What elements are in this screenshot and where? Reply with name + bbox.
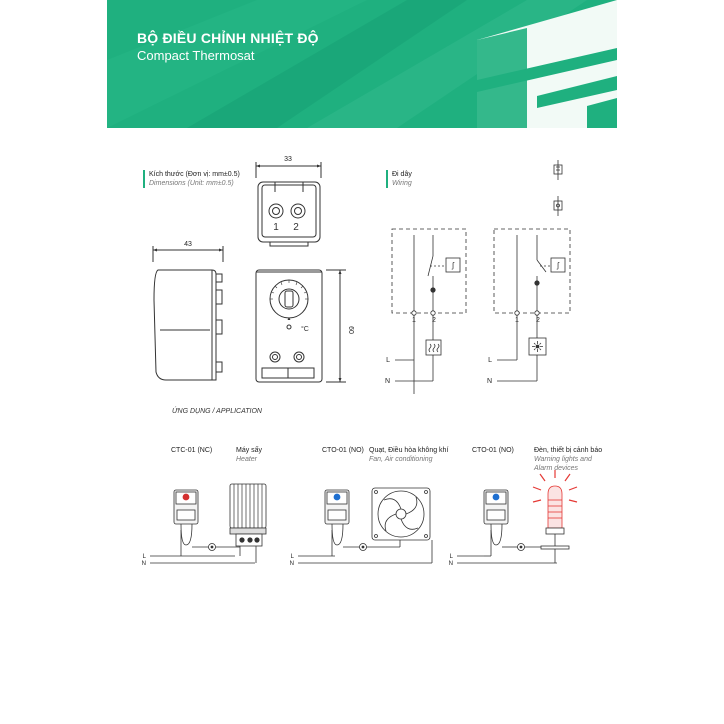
wiring2-terminal-2: 2 — [536, 317, 540, 324]
wiring2-neutral: N — [487, 378, 492, 385]
svg-text:ʃ: ʃ — [451, 261, 455, 270]
wiring-label-vi: Đi dây — [392, 171, 412, 178]
banner-graphic — [107, 0, 617, 128]
wiring-diagram-no: ʃ 1 2 L N — [487, 228, 571, 385]
svg-text:▲: ▲ — [287, 316, 292, 322]
top-view: 33 1 2 — [255, 156, 322, 247]
side-view: 43 — [152, 241, 224, 381]
dimensions-label-en: Dimensions (Unit: mm±0.5) — [149, 180, 234, 187]
front-view: ▲ °C 60 — [255, 269, 354, 383]
fan-thermostat-dial — [333, 493, 341, 501]
wiring1-terminal-1: 1 — [412, 317, 416, 324]
app3-device: Đèn, thiết bị cảnh báo Warning lights an… — [534, 446, 602, 473]
app1-device-en: Heater — [236, 456, 258, 463]
app3-device-en: Warning lights and — [534, 456, 592, 463]
wiring-marker — [386, 170, 388, 188]
app2-model: CTO-01 (NO) — [322, 447, 364, 454]
dimensions-label: Kích thước (Đơn vị: mm±0.5) Dimensions (… — [149, 170, 240, 188]
application-fan: L N — [290, 487, 433, 567]
app1-device: Máy sấy Heater — [236, 446, 262, 464]
app3-device-en-2: Alarm devices — [534, 465, 578, 472]
app1-neutral: N — [142, 561, 146, 567]
dim-width: 33 — [284, 156, 292, 163]
dimensions-label-vi: Kích thước (Đơn vị: mm±0.5) — [149, 171, 240, 178]
unit-symbol: °C — [301, 325, 309, 333]
dim-depth: 43 — [184, 241, 192, 248]
wiring2-line: L — [488, 357, 492, 364]
top-terminal-1: 1 — [273, 222, 279, 233]
app2-neutral: N — [290, 561, 294, 567]
app3-model: CTO-01 (NO) — [472, 447, 514, 454]
title-vi: BỘ ĐIỀU CHỈNH NHIỆT ĐỘ — [137, 30, 319, 46]
wiring1-neutral: N — [385, 378, 390, 385]
dimensions-marker — [143, 170, 145, 188]
application-title: ỨNG DỤNG / APPLICATION — [172, 408, 262, 415]
application-heater: L N — [142, 483, 267, 567]
app3-neutral: N — [449, 561, 453, 567]
app2-device-vi: Quạt, Điều hòa không khí — [369, 447, 449, 454]
alarm-rays — [532, 470, 578, 503]
wiring1-terminal-2: 2 — [432, 317, 436, 324]
app3-line: L — [450, 554, 454, 560]
title-en: Compact Thermosat — [137, 48, 255, 63]
wiring-label-en: Wiring — [392, 180, 412, 187]
alarm-thermostat-dial — [492, 493, 500, 501]
wiring-diagram-nc: ʃ 1 2 L N — [385, 228, 467, 394]
application-alarm: L N — [449, 470, 578, 567]
app3-device-vi: Đèn, thiết bị cảnh báo — [534, 447, 603, 454]
top-terminal-2: 2 — [293, 222, 299, 233]
header-banner: BỘ ĐIỀU CHỈNH NHIỆT ĐỘ Compact Thermosat — [107, 0, 617, 128]
wiring-label: Đi dây Wiring — [392, 170, 412, 188]
wiring1-line: L — [386, 357, 390, 364]
app2-device-en: Fan, Air conditioning — [369, 456, 433, 463]
svg-text:ʃ: ʃ — [556, 261, 560, 270]
app2-line: L — [291, 554, 295, 560]
dim-height: 60 — [347, 326, 354, 334]
app1-model: CTC-01 (NC) — [171, 447, 213, 454]
app1-device-vi: Máy sấy — [236, 447, 263, 454]
app1-line: L — [143, 554, 147, 560]
heater-thermostat-dial — [182, 493, 190, 501]
wiring-legend-symbols — [553, 160, 563, 216]
alarm-lamp — [547, 485, 563, 529]
app2-device: Quạt, Điều hòa không khí Fan, Air condit… — [369, 446, 448, 464]
